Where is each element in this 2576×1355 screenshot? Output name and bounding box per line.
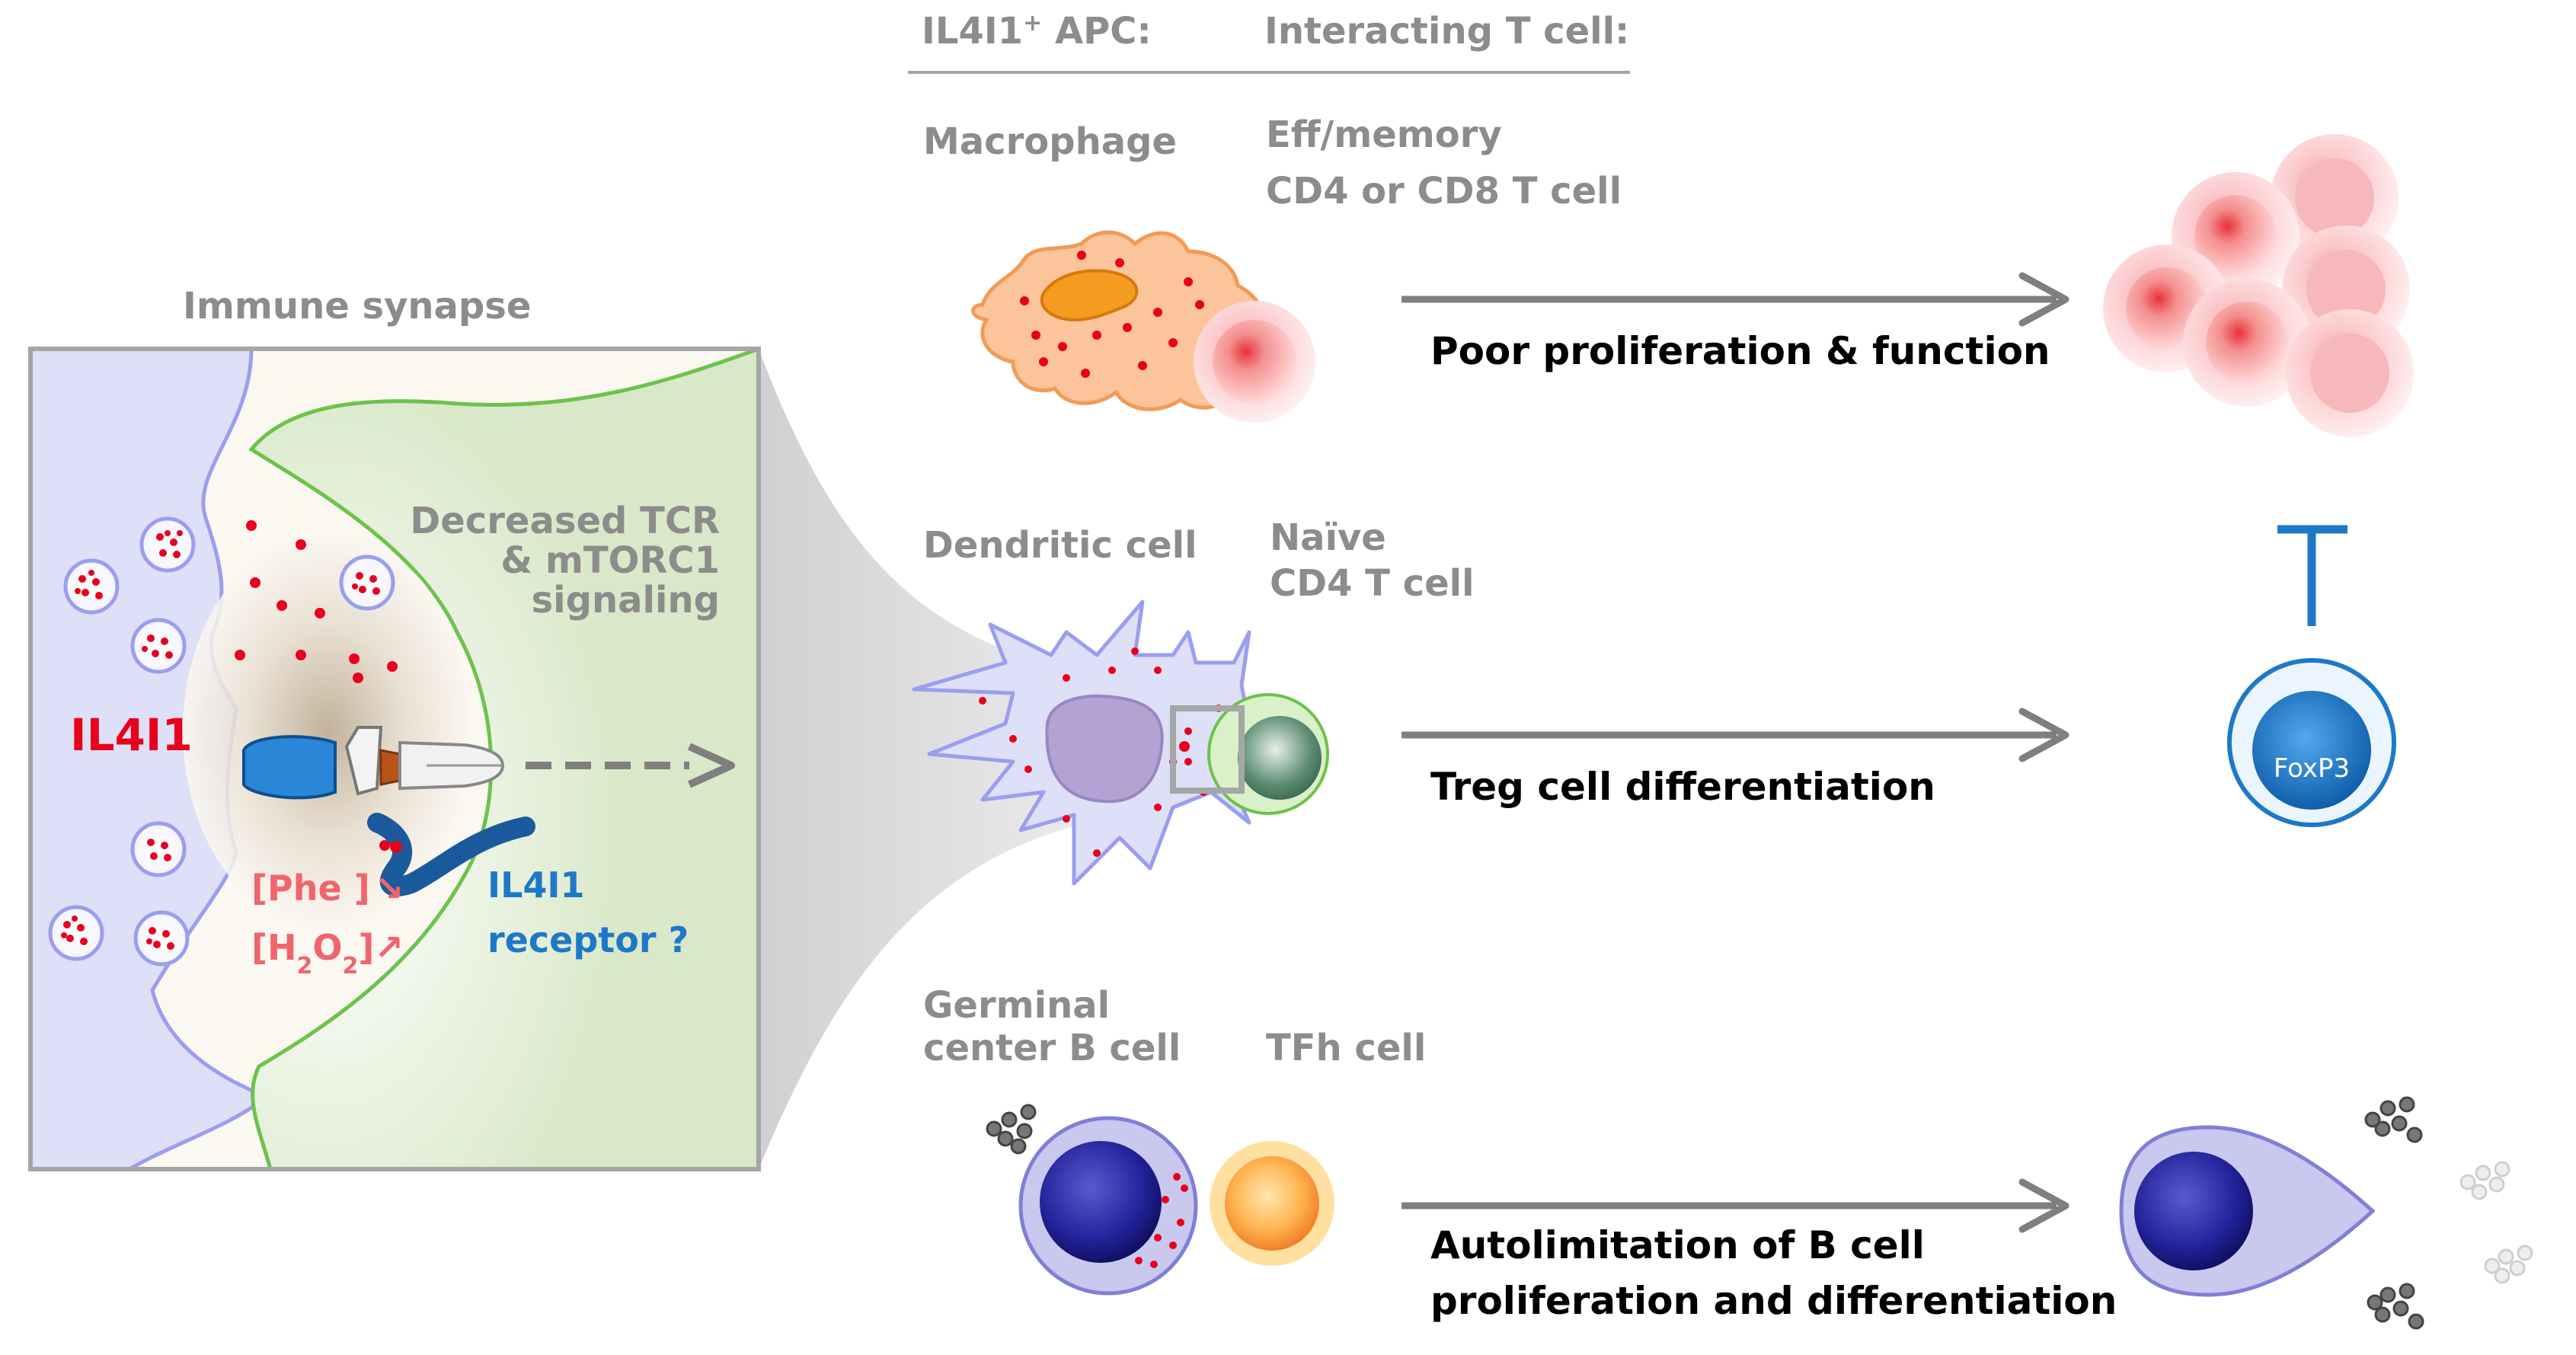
b-cell: [986, 1104, 1198, 1296]
antibody-icon: [2459, 1161, 2510, 1200]
plasma-b-cell: [2119, 1125, 2376, 1297]
synapse-title: Immune synapse: [183, 285, 531, 328]
synapse-zoom-box: [1170, 705, 1245, 794]
vesicle: [130, 821, 187, 877]
tcell-membrane: [248, 346, 761, 1171]
vesicle: [339, 554, 395, 611]
antibody-icon: [986, 1104, 1037, 1155]
row-dendritic-cell: Dendritic cell Naïve CD4 T cell Treg cel…: [912, 516, 2396, 886]
outcome-label-line1: Autolimitation of B cell: [1430, 1223, 1925, 1267]
treg-cell: FoxP3: [2227, 658, 2396, 827]
column-header: IL4I1+ APC: Interacting T cell:: [908, 10, 1630, 74]
foxp3-label: FoxP3: [2274, 753, 2350, 784]
outcome-label: Treg cell differentiation: [1430, 765, 1935, 809]
vesicle: [130, 618, 187, 674]
secreted-il4i1: [235, 520, 398, 851]
apc-name: Dendritic cell: [923, 524, 1197, 567]
vesicle: [63, 558, 120, 615]
apc-name-line1: Germinal: [923, 984, 1110, 1027]
t-cell-cluster: [2103, 134, 2414, 437]
svg-text:Decreased TCR: Decreased TCR: [410, 500, 720, 542]
arrow: [1401, 1178, 2069, 1233]
t-cell: [2286, 309, 2414, 437]
tcell-name: TFh cell: [1266, 1027, 1426, 1069]
antibody-icon: [2364, 1096, 2423, 1143]
tcell-name-line2: CD4 or CD8 T cell: [1266, 170, 1622, 213]
row-macrophage: Macrophage Eff/memory CD4 or CD8 T cell …: [923, 113, 2414, 437]
receptor-label-line1: IL4I1: [487, 864, 585, 906]
effector-t-cell: [1194, 301, 1315, 423]
arrow: [1401, 708, 2069, 762]
apc-name: Macrophage: [923, 120, 1177, 163]
outcome-label: Poor proliferation & function: [1430, 329, 2050, 373]
arrow: [1401, 272, 2069, 327]
signaling-arrow: [526, 743, 735, 788]
svg-text:& mTORC1: & mTORC1: [500, 539, 720, 582]
antibody-icon: [2367, 1283, 2424, 1330]
tcell-column-header: Interacting T cell:: [1264, 10, 1629, 53]
vesicle: [133, 910, 190, 967]
signal-decrease-label: Decreased TCR & mTORC1 signaling: [410, 500, 720, 622]
svg-text:signaling: signaling: [532, 579, 720, 622]
tcell-name-line2: CD4 T cell: [1270, 562, 1475, 605]
tfh-cell: [1210, 1141, 1334, 1266]
tcell-name-line1: Naïve: [1270, 516, 1386, 559]
secreted-antibodies: [2364, 1096, 2533, 1330]
antibody-icon: [2484, 1245, 2533, 1284]
naive-t-cell: [1207, 693, 1329, 815]
vesicle: [48, 905, 104, 961]
t-cell: [2183, 279, 2311, 407]
il4i1-vesicles: [48, 516, 395, 967]
il4i1-label: IL4I1: [70, 709, 193, 761]
inhibition-symbol: [2277, 525, 2347, 626]
row-germinal-center: Germinal center B cell TFh cell Autolimi…: [923, 984, 2533, 1330]
vesicle: [139, 516, 196, 573]
phe-label: [Phe ]↘: [251, 868, 404, 909]
tcell-name-line1: Eff/memory: [1266, 113, 1502, 156]
apc-name-line2: center B cell: [923, 1027, 1181, 1069]
outcome-label-line2: proliferation and differentiation: [1430, 1279, 2117, 1323]
receptor-label-line2: receptor ?: [487, 919, 689, 960]
tcr-complex: [242, 726, 535, 896]
apc-column-header: IL4I1+ APC:: [922, 10, 1152, 53]
synapse-panel: IL4I1 Decreased TCR & mTORC1 signaling […: [28, 346, 761, 1171]
h2o2-label: [H2O2]↗: [251, 927, 404, 979]
